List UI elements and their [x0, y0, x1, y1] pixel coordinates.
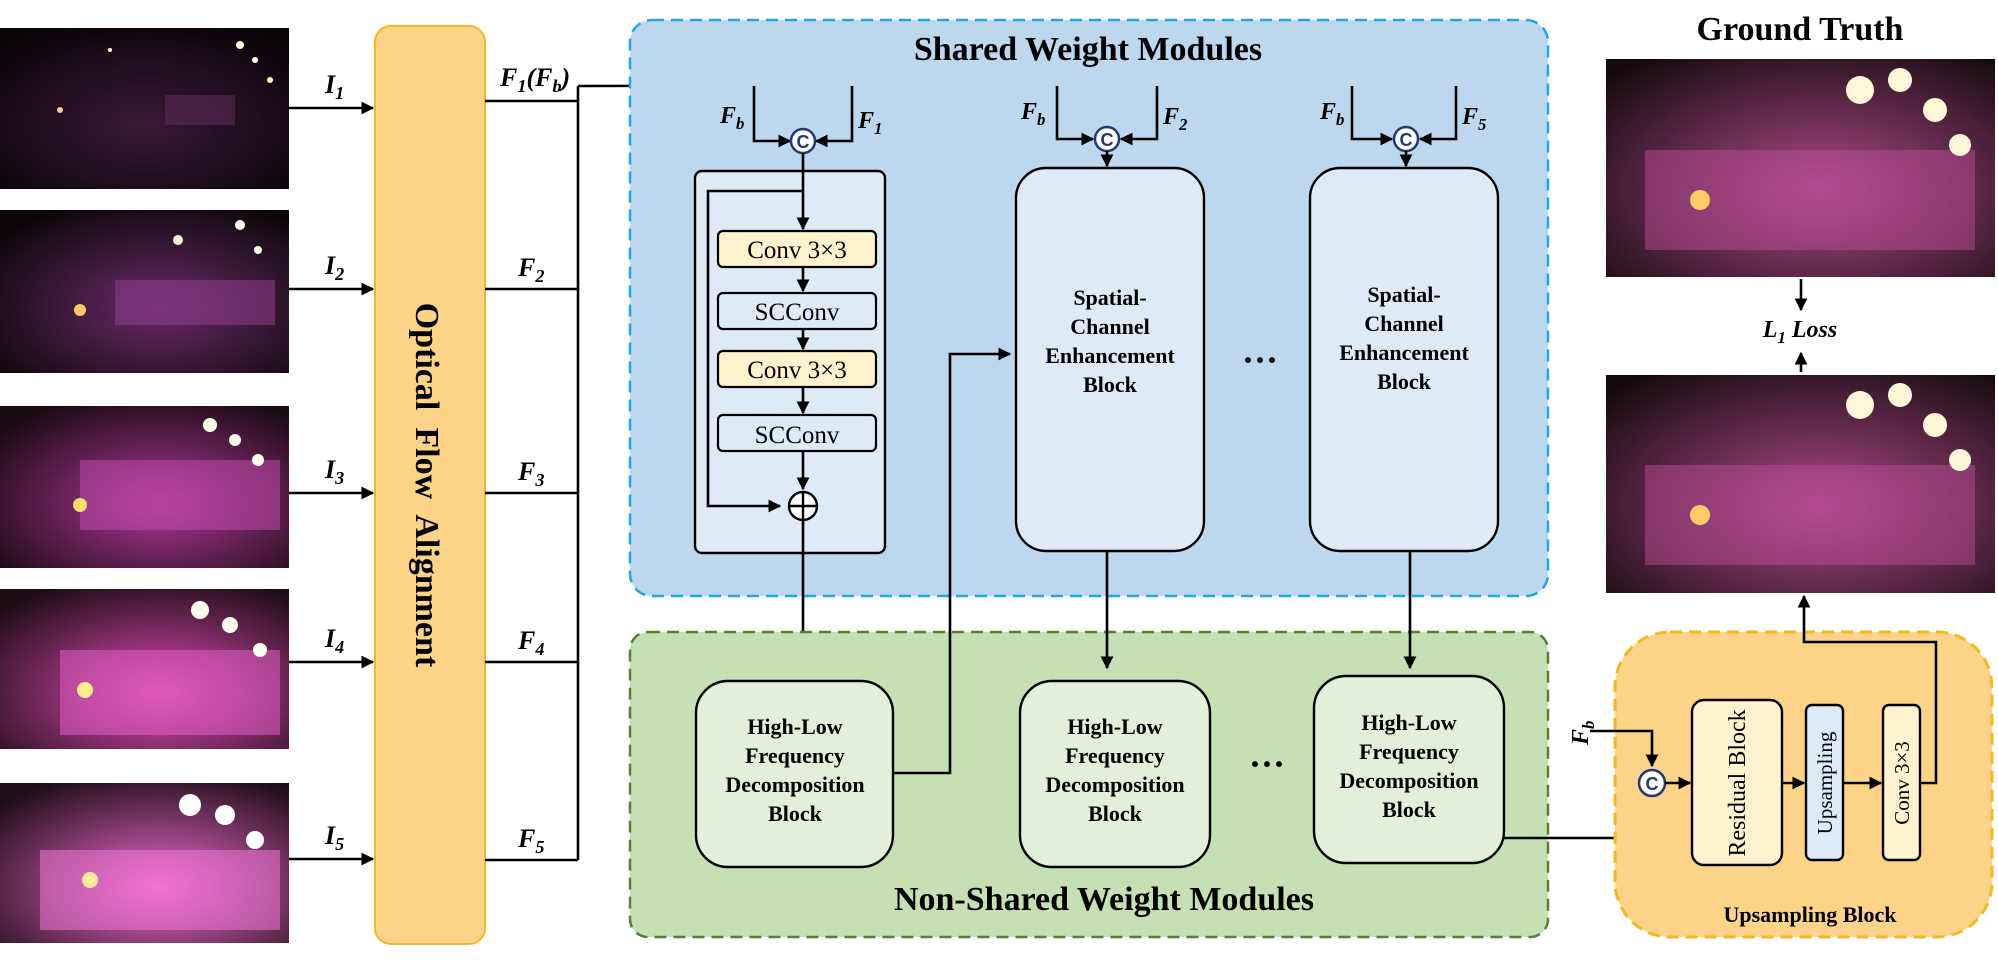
feature-label-3: F3​ [517, 457, 544, 490]
concat-symbol-up: C [1646, 774, 1659, 794]
input-frame-3 [0, 406, 289, 568]
hlfd-2-line-4: Block [1088, 801, 1143, 826]
concat-label-3: F5​ [1461, 104, 1486, 134]
loss-label: L1​ Loss [1762, 317, 1837, 347]
sceb-block-3: Spatial- Channel Enhancement Block [1308, 151, 1500, 553]
concat-group-3: C Fb​ F5​ [1319, 86, 1486, 153]
sceb-block-2: Spatial- Channel Enhancement Block [1014, 151, 1206, 553]
upsampling-block-title: Upsampling Block [1724, 902, 1898, 927]
concat-label-1: F1​ [857, 108, 882, 138]
output-image [1606, 375, 1995, 593]
hlfd-3-line-3: Decomposition [1339, 768, 1478, 793]
feature-labels: F1​(Fb​) F2​ F3​ F4​ F5​ [499, 63, 570, 857]
optical-flow-alignment: Optical Flow Alignment [374, 25, 486, 945]
hlfd-3-line-4: Block [1382, 797, 1437, 822]
fb-label-3: Fb​ [1319, 99, 1344, 129]
input-frame-4 [0, 589, 289, 749]
feature-label-1: F1​(Fb​) [499, 63, 570, 96]
fb-label-2: Fb​ [1020, 99, 1045, 129]
fb-label-up: Fb​ [1568, 721, 1598, 746]
sceb-3-line-4: Block [1377, 369, 1432, 394]
input-frames [0, 28, 289, 943]
hlfd-3-line-2: Frequency [1359, 739, 1459, 764]
hlfd-3-line-1: High-Low [1361, 710, 1456, 735]
add-symbol: + [0, 0, 1, 1]
hlfd-2-line-3: Decomposition [1045, 772, 1184, 797]
input-labels: I1​ I2​ I3​ I4​ I5​ [324, 70, 344, 854]
scconv-block-2: SCConv [755, 422, 840, 449]
hlfd-1-line-4: Block [768, 801, 823, 826]
hlfd-1-line-1: High-Low [747, 714, 842, 739]
sceb-3-line-1: Spatial- [1367, 282, 1440, 307]
input-frame-5 [0, 783, 289, 943]
input-frame-1 [0, 28, 289, 189]
ground-truth-image [1606, 59, 1995, 277]
input-label-5: I5​ [324, 821, 344, 854]
ellipsis-nonshared: ··· [1249, 744, 1285, 784]
sceb-2-line-4: Block [1083, 372, 1138, 397]
hlfd-block-3: High-Low Frequency Decomposition Block [1312, 674, 1506, 865]
fb-label-1: Fb​ [719, 103, 744, 133]
concat-label-2: F2​ [1162, 104, 1187, 134]
hlfd-1-line-2: Frequency [745, 743, 845, 768]
hlfd-2-line-1: High-Low [1067, 714, 1162, 739]
shared-title: Shared Weight Modules [914, 31, 1262, 68]
input-label-2: I2​ [324, 251, 344, 284]
concat-group-2: C Fb​ F2​ [1020, 86, 1187, 153]
scconv-block-1: SCConv [755, 299, 840, 326]
residual-block: Residual Block [1725, 709, 1751, 856]
hlfd-2-line-2: Frequency [1065, 743, 1165, 768]
conv3x3-block-1: Conv 3×3 [747, 237, 847, 264]
ellipsis-shared: ··· [1242, 340, 1278, 380]
input-label-4: I4​ [324, 624, 344, 657]
feature-label-2: F2​ [517, 253, 544, 286]
hlfd-block-2: High-Low Frequency Decomposition Block [1018, 679, 1212, 869]
nonshared-title: Non-Shared Weight Modules [894, 881, 1314, 918]
input-label-3: I3​ [324, 455, 344, 488]
concat-symbol-1: C [797, 132, 810, 152]
sceb-2-line-1: Spatial- [1073, 285, 1146, 310]
input-frame-2 [0, 210, 289, 373]
feature-label-4: F4​ [517, 626, 544, 659]
hlfd-block-1: High-Low Frequency Decomposition Block [694, 679, 895, 869]
feature-label-5: F5​ [517, 824, 544, 857]
concat-group-1: C Fb​ F1​ [719, 86, 882, 155]
sceb-expanded: Conv 3×3 SCConv Conv 3×3 SCConv + [0, 0, 887, 670]
upsampling-block-inner: Upsampling [1813, 731, 1837, 834]
input-label-1: I1​ [324, 70, 344, 103]
upsampling-block: Upsampling Block Fb​ C Residual Block Up… [1568, 594, 1994, 939]
concat-symbol-3: C [1400, 130, 1413, 150]
sceb-2-line-2: Channel [1070, 314, 1149, 339]
conv3x3-block-up: Conv 3×3 [1890, 741, 1914, 825]
conv3x3-block-2: Conv 3×3 [747, 357, 847, 384]
hlfd-1-line-3: Decomposition [725, 772, 864, 797]
optical-flow-label: Optical Flow Alignment [408, 303, 445, 668]
ground-truth-title: Ground Truth [1697, 11, 1904, 48]
sceb-3-line-3: Enhancement [1339, 340, 1469, 365]
sceb-3-line-2: Channel [1364, 311, 1443, 336]
concat-symbol-2: C [1101, 130, 1114, 150]
sceb-2-line-3: Enhancement [1045, 343, 1175, 368]
input-arrows [289, 101, 375, 866]
